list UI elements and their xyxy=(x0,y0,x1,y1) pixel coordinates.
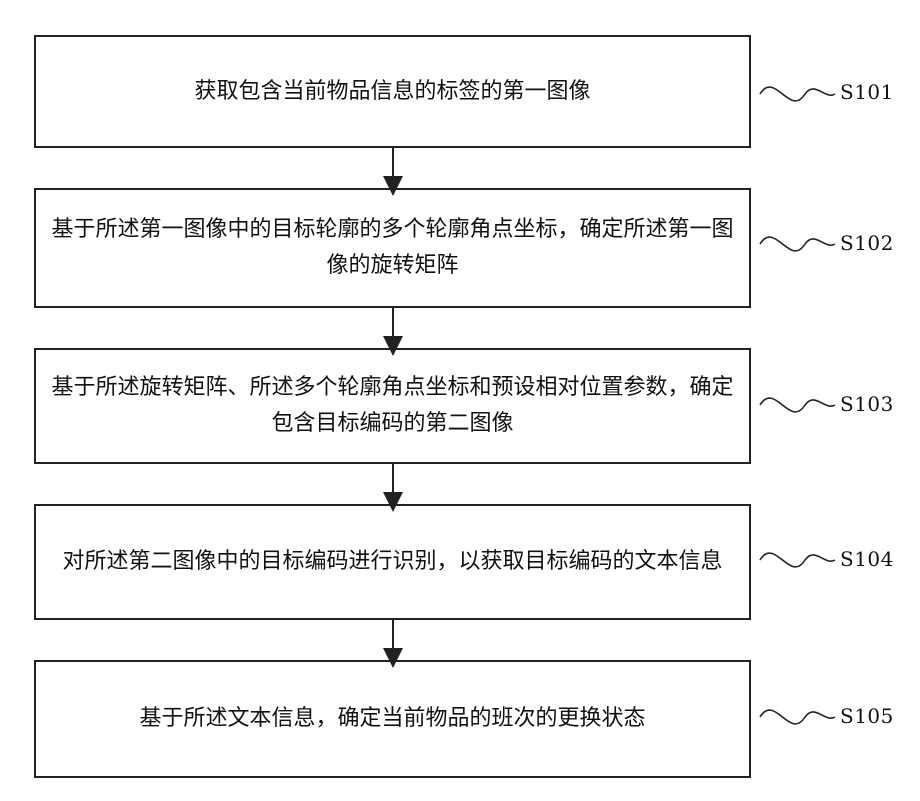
step-code-s103: S103 xyxy=(840,392,894,416)
step-text: 基于所述第一图像中的目标轮廓的多个轮廓角点坐标，确定所述第一图像的旋转矩阵 xyxy=(44,212,741,284)
step-text: 基于所述旋转矩阵、所述多个轮廓角点坐标和预设相对位置参数，确定包含目标编码的第二… xyxy=(44,370,741,442)
step-box-s104: 对所述第二图像中的目标编码进行识别，以获取目标编码的文本信息 xyxy=(34,504,751,620)
step-text: 基于所述文本信息，确定当前物品的班次的更换状态 xyxy=(139,701,645,737)
step-box-s101: 获取包含当前物品信息的标签的第一图像 xyxy=(34,35,751,148)
step-leaders xyxy=(760,87,835,724)
step-box-s102: 基于所述第一图像中的目标轮廓的多个轮廓角点坐标，确定所述第一图像的旋转矩阵 xyxy=(34,188,751,308)
step-box-s103: 基于所述旋转矩阵、所述多个轮廓角点坐标和预设相对位置参数，确定包含目标编码的第二… xyxy=(34,348,751,464)
step-text: 获取包含当前物品信息的标签的第一图像 xyxy=(194,74,590,110)
leader-s101 xyxy=(760,87,835,101)
step-box-s105: 基于所述文本信息，确定当前物品的班次的更换状态 xyxy=(34,660,751,778)
leader-s104 xyxy=(760,553,835,567)
step-code-s101: S101 xyxy=(840,80,894,104)
leader-s103 xyxy=(760,398,835,412)
step-code-s104: S104 xyxy=(840,547,894,571)
step-code-s105: S105 xyxy=(840,704,894,728)
step-text: 对所述第二图像中的目标编码进行识别，以获取目标编码的文本信息 xyxy=(62,544,722,580)
step-code-s102: S102 xyxy=(840,231,894,255)
leader-s102 xyxy=(760,237,835,251)
leader-s105 xyxy=(760,710,835,724)
